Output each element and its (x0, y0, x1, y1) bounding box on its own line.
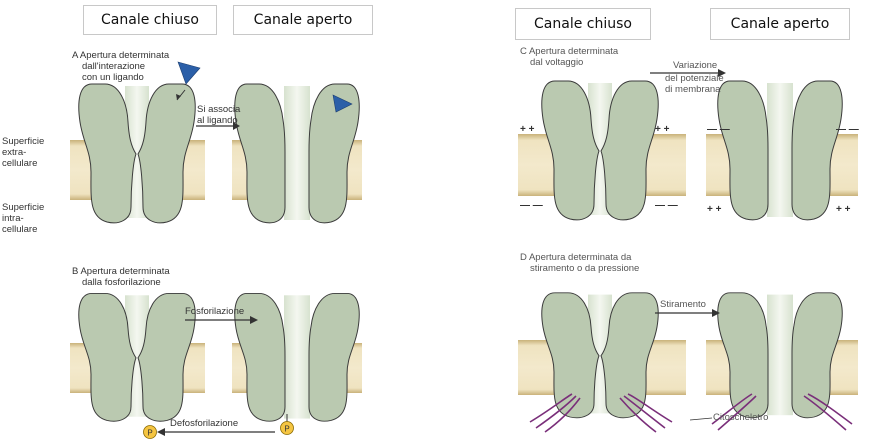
charge-plus-br-open: + + (836, 204, 851, 215)
charge-minus-br: — — (655, 200, 678, 211)
charge-plus-bl-open: + + (707, 204, 722, 215)
ligand-icon (178, 62, 200, 84)
panel-b-title: B Apertura determinata dalla fosforilazi… (72, 266, 170, 288)
dephosphorylation-label: Defosforilazione (170, 418, 238, 429)
intracellular-label: Superficie intra- cellulare (2, 202, 44, 235)
charge-minus-tl-open: — — (707, 124, 730, 135)
phosphate-free-label: P (147, 429, 152, 438)
panel-c-arrow-label: Variazione del potenziale di membrana (665, 60, 724, 95)
channel-c-open (718, 81, 842, 220)
panel-a-arrow-label: Si associa al ligando (197, 104, 240, 126)
extracellular-label: Superficie extra- cellulare (2, 136, 44, 169)
charge-minus-bl: — — (520, 200, 543, 211)
stretch-label: Stiramento (660, 299, 706, 310)
channel-a-closed (79, 84, 195, 223)
panel-d-title: D Apertura determinata da stiramento o d… (520, 252, 639, 274)
cytoskeleton-label: Citoscheletro (713, 412, 768, 423)
channel-b-open (235, 293, 359, 421)
charge-plus-tr: + + (655, 124, 670, 135)
phosphorylation-label: Fosforilazione (185, 306, 244, 317)
charge-plus-tl: + + (520, 124, 535, 135)
panel-d (518, 293, 858, 432)
charge-minus-tr-open: — — (836, 124, 859, 135)
channel-c-closed (542, 81, 658, 220)
channel-d-open (718, 293, 842, 418)
channel-d-closed (542, 293, 658, 418)
channel-b-closed (79, 293, 195, 421)
phosphate-label: P (284, 425, 289, 434)
panel-a-title: A Apertura determinata dall'interazione … (72, 50, 169, 83)
panel-c-title: C Apertura determinata dal voltaggio (520, 46, 618, 68)
panel-a (70, 62, 362, 223)
